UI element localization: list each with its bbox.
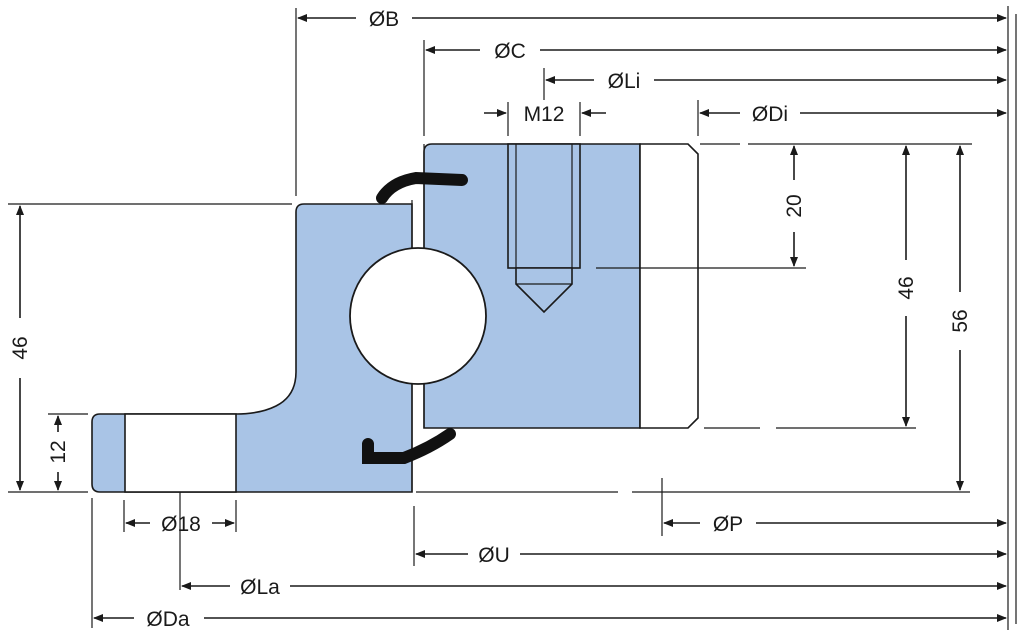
label-dia-b: ØB bbox=[369, 8, 399, 31]
label-dia-u: ØU bbox=[478, 544, 510, 567]
label-height-46-left: 46 bbox=[9, 336, 32, 359]
label-dia-c: ØC bbox=[494, 40, 526, 63]
label-depth-20: 20 bbox=[783, 194, 806, 217]
threaded-hole-tip bbox=[515, 267, 573, 314]
label-dia-da: ØDa bbox=[146, 608, 190, 631]
label-dia-p: ØP bbox=[713, 513, 743, 536]
threaded-hole bbox=[507, 143, 581, 269]
upper-seal bbox=[376, 171, 468, 204]
label-dia-la: ØLa bbox=[240, 576, 280, 599]
label-height-46-right: 46 bbox=[895, 276, 918, 299]
label-dia-li: ØLi bbox=[608, 70, 641, 93]
label-dia-di: ØDi bbox=[752, 103, 788, 126]
label-height-12: 12 bbox=[47, 440, 70, 463]
lower-seal bbox=[362, 428, 456, 464]
label-thread: M12 bbox=[524, 103, 565, 126]
outer-mounting-hole-section bbox=[124, 413, 237, 493]
inner-ring-bore-face bbox=[639, 143, 699, 429]
label-hole-18: Ø18 bbox=[161, 513, 201, 536]
label-height-56: 56 bbox=[949, 309, 972, 332]
rolling-ball bbox=[349, 247, 487, 385]
